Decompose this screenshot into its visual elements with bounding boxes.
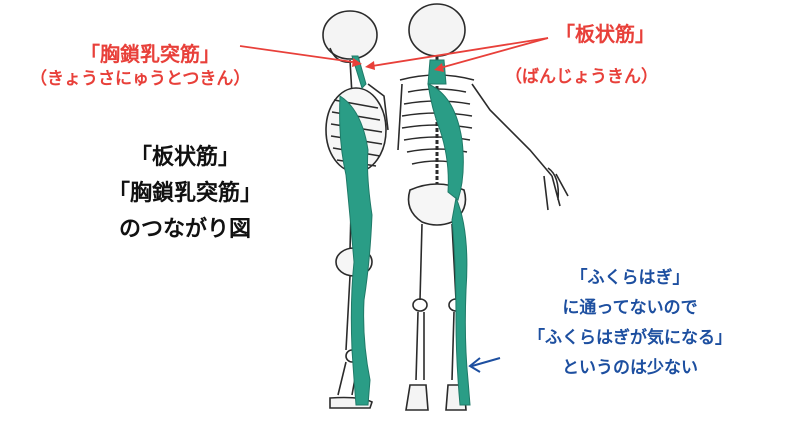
note-line: 「ふくらはぎ」 <box>570 268 690 288</box>
left-pointer-line <box>239 45 354 63</box>
right-pointer-line-1 <box>439 37 549 69</box>
title-line: 「胸鎖乳突筋」 <box>107 181 262 206</box>
right-arrowhead-1 <box>434 63 444 72</box>
left-arrowhead <box>352 58 362 67</box>
right-arrowhead-2 <box>365 61 375 70</box>
back-leg-chain <box>451 196 471 406</box>
splenius-reading: （ばんじょうきん） <box>505 67 658 87</box>
splenius-muscle <box>427 59 447 85</box>
muscle-chains <box>339 55 471 406</box>
title-line: 「板状筋」 <box>129 145 240 170</box>
pointer-lines <box>239 37 549 72</box>
sternocleidomastoid-reading: （きょうさにゅうとつきん） <box>30 69 251 89</box>
note-line: 「ふくらはぎが気になる」 <box>528 328 732 348</box>
note-line: に通ってないので <box>562 298 698 318</box>
side-front-chain <box>339 95 373 406</box>
sternocleidomastoid-label: 「胸鎖乳突筋」 <box>80 42 220 66</box>
note-line: というのは少ない <box>562 358 698 378</box>
title-line: のつながり図 <box>118 217 251 242</box>
right-pointer-line-2 <box>371 37 549 67</box>
splenius-label: 「板状筋」 <box>555 22 655 46</box>
blue-arrow <box>468 357 501 373</box>
back-torso-chain <box>427 83 464 201</box>
calf-note: 「ふくらはぎ」 に通ってないので 「ふくらはぎが気になる」 というのは少ない <box>480 263 780 383</box>
diagram-title: 「板状筋」 「胸鎖乳突筋」 のつながり図 <box>70 140 300 248</box>
